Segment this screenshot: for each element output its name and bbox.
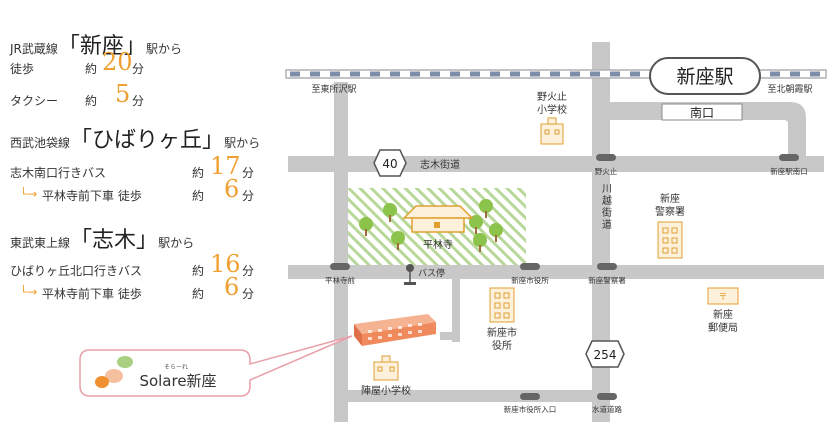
south-exit: 南口 (661, 103, 743, 121)
post-label-1: 新座 (713, 308, 733, 321)
school-icon (373, 355, 399, 381)
toward-higashitokorozawa: 至東所沢駅 (311, 83, 356, 95)
tree (473, 233, 487, 247)
bus-stop-pin: バス停 (404, 264, 445, 285)
jinya-school-label: 陣屋小学校 (361, 384, 411, 397)
park-trees (359, 199, 503, 252)
tree (383, 203, 397, 217)
shiki-kaido-label: 志木街道 (420, 158, 460, 171)
svg-text:野火止: 野火止 (595, 166, 618, 176)
bus-stop-label: バス停 (418, 267, 445, 279)
post-office: 〒 新座 郵便局 (707, 287, 739, 334)
heirinji-label: 平林寺 (423, 238, 453, 251)
bus-stop-nobidome: 野火止 (595, 154, 618, 176)
kawagoe-char-1: 川 (602, 184, 612, 195)
kawagoe-kaido-label: 川 越 街 道 (602, 184, 612, 231)
jr-walk: 徒歩 約 20 分 (10, 48, 145, 76)
bus-stop-suido-doro: 水道道路 (592, 393, 622, 414)
tree (391, 231, 405, 245)
bus-stop-keisatsusho: 新座警察署 (588, 263, 626, 285)
svg-text:新座警察署: 新座警察署 (588, 275, 626, 285)
city-hall-label-1: 新座市 (487, 326, 517, 339)
jr-heading: JR武蔵線「新座」駅から (10, 34, 182, 59)
nobidome-school-label-1: 野火止 (537, 91, 567, 103)
jinya-school: 陣屋小学校 (361, 355, 411, 397)
tobu-heading: 東武東上線「志木」駅から (10, 228, 195, 253)
connector-road-2 (440, 332, 460, 340)
kawagoe-kaido-road (592, 42, 610, 422)
route-254-marker: 254 (585, 340, 625, 368)
tree (489, 223, 503, 237)
seibu-bus: 志木南口行きバス 約 17 分 (10, 152, 255, 180)
city-hall: 新座市 役所 (487, 287, 517, 352)
property-callout: そらーれ Solare新座 (79, 335, 353, 397)
city-hall-icon (489, 287, 515, 323)
roads (288, 42, 824, 422)
route-40-marker: 40 (373, 149, 407, 177)
post-office-icon: 〒 (707, 287, 739, 305)
svg-text:新座市役所入口: 新座市役所入口 (504, 404, 557, 414)
route-254-number: 254 (594, 348, 617, 362)
city-hall-label-2: 役所 (492, 339, 512, 352)
police-label-1: 新座 (660, 192, 680, 205)
south-road (288, 265, 824, 279)
kawagoe-char-4: 道 (602, 218, 612, 231)
solare-logo-icon (95, 356, 133, 388)
school-icon (540, 117, 564, 145)
connector-road (452, 272, 460, 342)
kawagoe-char-2: 越 (602, 194, 612, 207)
route-40-number: 40 (382, 157, 397, 171)
property-name: Solare新座 (139, 372, 216, 390)
south-exit-road (610, 102, 806, 160)
kawagoe-char-3: 街 (602, 206, 612, 219)
police-label-2: 警察署 (655, 205, 685, 218)
post-label-2: 郵便局 (708, 321, 738, 334)
seibu-heading: 西武池袋線「ひばりヶ丘」駅から (10, 128, 261, 153)
svg-text:平林寺前: 平林寺前 (325, 275, 355, 285)
shinza-station: 新座駅 (649, 57, 761, 95)
svg-text:新座駅南口: 新座駅南口 (770, 166, 808, 176)
police-building-icon (657, 221, 683, 259)
jr-taxi: タクシー 約 5 分 (10, 80, 145, 108)
bus-stop-shiyakusho: 新座市役所 (511, 263, 549, 285)
bottom-road (334, 390, 610, 402)
tree (359, 217, 373, 231)
svg-text:〒: 〒 (718, 293, 727, 303)
west-road (334, 82, 348, 422)
toward-kitaasaka: 至北朝霞駅 (767, 84, 812, 95)
nobidome-school: 野火止 小学校 (537, 91, 567, 145)
bus-stop-shiyakusho-iriguchi: 新座市役所入口 (504, 393, 557, 414)
temple-icon (402, 205, 474, 233)
svg-text:新座市役所: 新座市役所 (511, 275, 549, 285)
bus-stop-eki-minamiguchi: 新座駅南口 (770, 154, 808, 176)
access-panel: JR武蔵線「新座」駅から 徒歩 約 20 分 タクシー 約 5 分 西武池袋線「… (0, 0, 270, 430)
bus-stops: 野火止 新座駅南口 平林寺前 新座市役所 新座警察署 新座市役所入口 水道道路 (325, 154, 808, 414)
heirinji-park: 平林寺 (348, 188, 526, 265)
south-exit-label: 南口 (690, 105, 714, 120)
solare-building-icon (354, 314, 436, 346)
tobu-bus: ひばりヶ丘北口行きバス 約 16 分 (10, 250, 255, 278)
station-name: 新座駅 (676, 66, 733, 88)
svg-text:水道道路: 水道道路 (592, 404, 622, 414)
bus-stop-heirinji-mae: 平林寺前 (325, 263, 355, 285)
property-ruby: そらーれ (164, 364, 188, 371)
tree (479, 199, 493, 213)
police-station: 新座 警察署 (655, 192, 685, 259)
nobidome-school-label-2: 小学校 (537, 103, 567, 116)
shiki-kaido-road (288, 156, 824, 172)
